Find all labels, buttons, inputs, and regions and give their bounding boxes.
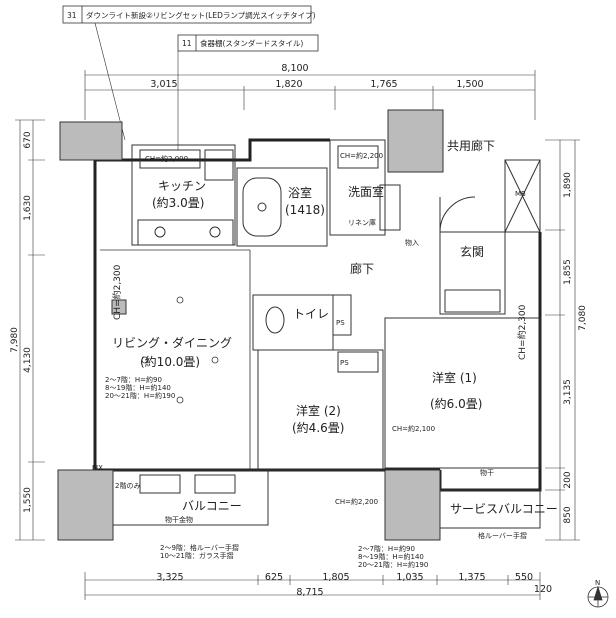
option-31-number: 31 xyxy=(67,11,77,20)
option-11-number: 11 xyxy=(182,39,192,48)
bath-area xyxy=(236,167,328,247)
washroom-label: 洗面室 xyxy=(348,184,384,199)
floors-note-2: 8～19階：H=約140 xyxy=(105,383,171,392)
service-balcony-area xyxy=(439,489,541,529)
left-dim-2: 1,630 xyxy=(23,195,33,221)
right-dim-3: 3,135 xyxy=(563,379,573,405)
toilet-area xyxy=(252,294,352,351)
bottom-dim-seg-6: 550 xyxy=(515,572,533,583)
bottom-dim-seg-5: 1,375 xyxy=(458,572,485,583)
bottom-floors-note-2: 8～19階：H=約140 xyxy=(358,552,424,561)
western1-ceiling-height: CH=約2,300 xyxy=(516,304,528,360)
ps-label-1: PS xyxy=(336,319,345,327)
kitchen-area xyxy=(131,144,236,246)
western-ceiling-height: CH=約2,100 xyxy=(392,424,435,433)
fix-label: FIX xyxy=(92,464,103,472)
floors-note-1: 2～7階：H=約90 xyxy=(105,375,162,384)
option-11-text: 食器棚(スタンダードスタイル) xyxy=(200,38,303,48)
western-room-2 xyxy=(257,349,384,471)
washroom-area xyxy=(329,139,401,236)
linen-label: リネン庫 xyxy=(348,218,376,227)
living-size: (約10.0畳) xyxy=(140,354,200,369)
living-label: リビング・ダイニング xyxy=(112,335,232,350)
bath-ceiling-height: CH=約2,200 xyxy=(340,151,383,160)
railing-note-1: 2～9階：格ルーバー手摺 xyxy=(160,543,239,552)
bottom-floors-note-3: 20～21階：H=約190 xyxy=(358,560,428,569)
top-dimensions xyxy=(84,70,536,120)
leader-line-31 xyxy=(94,22,126,141)
entrance-label: 玄関 xyxy=(460,244,484,259)
balcony-label: バルコニー xyxy=(182,499,242,513)
left-dim-total: 7,980 xyxy=(10,327,20,353)
railing-right-label: 格ルーバー手摺 xyxy=(478,531,527,540)
mb-cabinet xyxy=(504,159,541,233)
mb-label: MB xyxy=(515,190,526,198)
storage-label: 物入 xyxy=(405,238,419,247)
living-ceiling-height: CH=約2,300 xyxy=(111,264,123,320)
bath-label: 浴室 xyxy=(288,185,312,200)
ps-label-2: PS xyxy=(340,359,349,367)
top-dim-seg-4: 1,500 xyxy=(456,79,483,90)
floors-note-3: 20～21階：H=約190 xyxy=(105,391,175,400)
western2-ceiling-height: CH=約2,200 xyxy=(335,497,378,506)
option-note-31: 31 ダウンライト新設②リビングセット(LEDランプ調光スイッチタイプ) xyxy=(62,5,316,24)
top-dim-total: 8,100 xyxy=(281,63,308,74)
clothes-hanger-label-2: 物干 xyxy=(480,468,494,477)
kitchen-size: (約3.0畳) xyxy=(152,195,204,210)
structural-columns xyxy=(57,109,444,541)
top-dim-seg-1: 3,015 xyxy=(150,79,177,90)
service-balcony-label: サービスバルコニー xyxy=(450,502,558,516)
bottom-dimensions xyxy=(84,572,541,600)
left-dim-1: 670 xyxy=(23,131,33,148)
living-area xyxy=(100,249,251,470)
balcony-area xyxy=(112,469,269,526)
top-dim-seg-2: 1,820 xyxy=(275,79,302,90)
right-dimensions xyxy=(545,139,580,541)
bottom-dim-seg-2: 625 xyxy=(265,572,283,583)
top-dim-seg-3: 1,765 xyxy=(370,79,397,90)
bottom-dim-extra: 120 xyxy=(534,584,552,595)
right-dim-total: 7,080 xyxy=(578,305,588,331)
left-dim-3: 4,130 xyxy=(23,347,33,373)
railing-note-2: 10～21階：ガラス手摺 xyxy=(160,551,234,560)
common-corridor-label: 共用廊下 xyxy=(447,138,495,153)
toilet-label: トイレ xyxy=(293,307,329,321)
right-dim-2: 1,855 xyxy=(563,259,573,285)
western2-size: (約4.6畳) xyxy=(292,420,344,435)
bottom-dim-seg-1: 3,325 xyxy=(156,572,183,583)
western-room-1 xyxy=(384,317,541,469)
entrance-area xyxy=(439,196,506,315)
right-dim-1: 1,890 xyxy=(563,172,573,198)
hallway-label: 廊下 xyxy=(350,261,374,276)
clothes-hanger-label: 物干金物 xyxy=(165,515,193,524)
bottom-dim-total: 8,715 xyxy=(296,587,323,598)
option-note-11: 11 食器棚(スタンダードスタイル) xyxy=(177,34,319,52)
kitchen-ceiling-height: CH=約2,000 xyxy=(145,154,188,163)
second-floor-only-label: 2階のみ xyxy=(115,481,140,490)
right-dim-4: 200 xyxy=(563,471,573,488)
right-dim-5: 850 xyxy=(563,506,573,523)
western1-size: (約6.0畳) xyxy=(430,396,482,411)
bottom-floors-note-1: 2～7階：H=約90 xyxy=(358,544,415,553)
bottom-dim-seg-3: 1,805 xyxy=(322,572,349,583)
western2-label: 洋室 (2) xyxy=(296,403,341,418)
option-31-text: ダウンライト新設②リビングセット(LEDランプ調光スイッチタイプ) xyxy=(86,10,316,20)
bottom-dim-seg-4: 1,035 xyxy=(396,572,423,583)
kitchen-label: キッチン xyxy=(158,179,206,193)
compass-icon xyxy=(587,585,609,608)
left-dimensions xyxy=(15,119,45,541)
left-dim-4: 1,550 xyxy=(23,487,33,513)
compass-north-label: N xyxy=(595,579,600,587)
bath-size: (1418) xyxy=(285,203,325,217)
western1-label: 洋室 (1) xyxy=(432,370,477,385)
